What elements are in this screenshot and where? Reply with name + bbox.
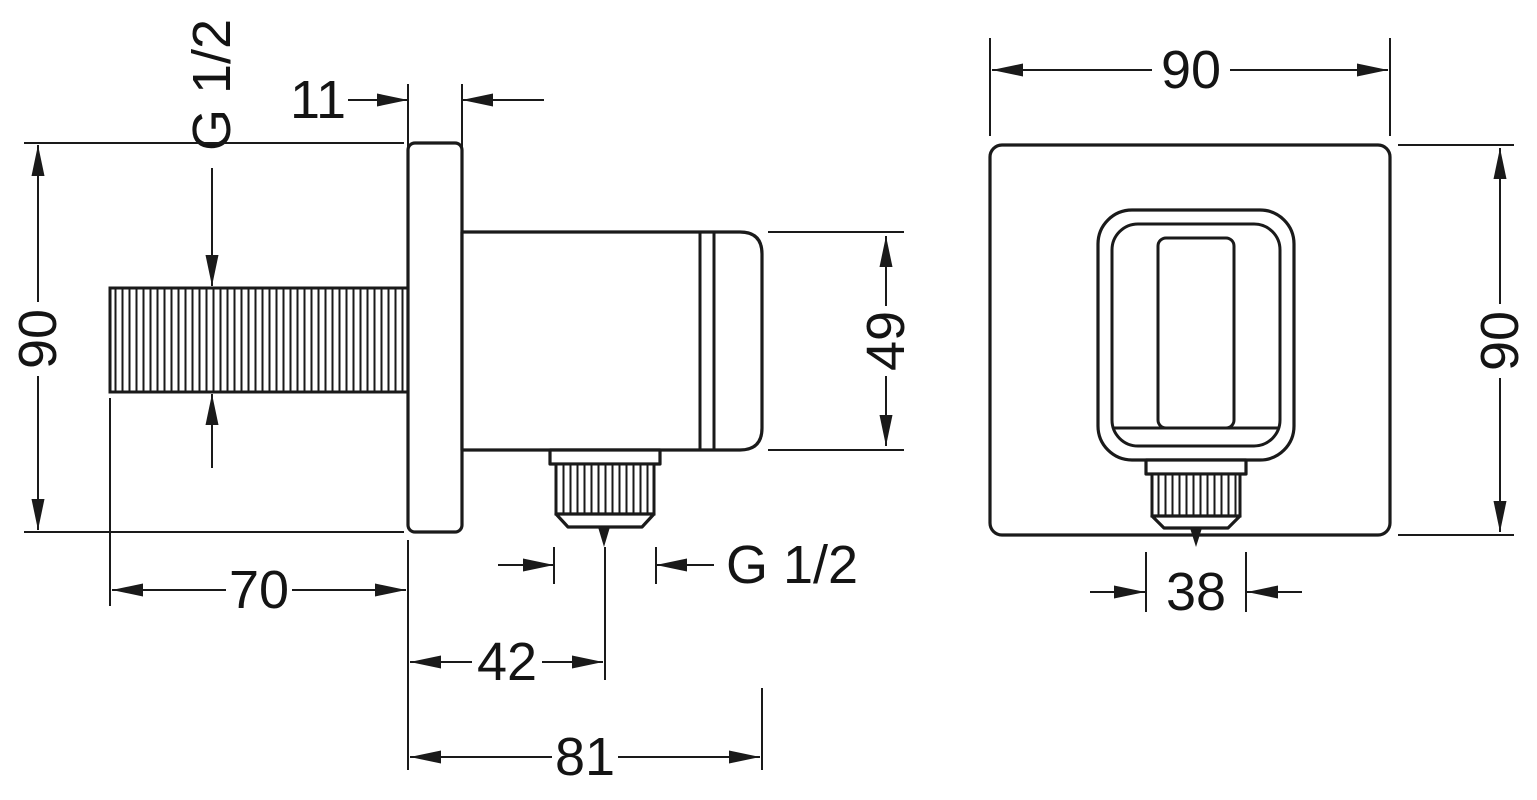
front-view: 90 90 38	[988, 38, 1530, 622]
outlet-collar	[548, 448, 662, 466]
dim-body-height: 49	[768, 231, 916, 451]
dim-inlet-length: 70	[109, 398, 409, 770]
dim-label-inlet-thread: G 1/2	[182, 19, 242, 151]
outlet-collar	[1144, 458, 1248, 476]
dim-total-depth: 81	[410, 688, 763, 787]
dim-flange-thickness: 11	[290, 70, 544, 150]
dim-label-front-height: 90	[1470, 311, 1530, 371]
dim-outlet-offset: 42	[410, 547, 606, 692]
holder-inner	[1110, 222, 1282, 448]
dim-label-inlet-length: 70	[229, 560, 289, 620]
dim-label-outlet-thread: G 1/2	[726, 535, 858, 595]
outlet-stub-side	[548, 448, 662, 547]
wall-plate	[406, 141, 464, 534]
outlet-chamfer	[1150, 514, 1242, 530]
outlet-stub-front	[1144, 458, 1248, 547]
outlet-chamfer	[554, 512, 656, 529]
outlet-tip	[1190, 528, 1202, 547]
valve-body	[460, 230, 764, 452]
dim-label-outlet-offset: 42	[477, 632, 537, 692]
side-view: 11 G 1/2 90 70	[8, 19, 916, 787]
dim-inlet-thread: G 1/2	[182, 19, 242, 468]
dim-label-total-depth: 81	[555, 727, 615, 787]
holder-ring	[1096, 208, 1296, 462]
dim-label-outlet-width: 38	[1166, 562, 1226, 622]
outlet-thread	[1150, 472, 1242, 518]
dim-label-body-height: 49	[856, 311, 916, 371]
outlet-thread	[554, 462, 656, 516]
holder-outer	[1096, 208, 1296, 462]
dim-height-left: 90	[8, 142, 404, 533]
dim-outlet-width: 38	[1090, 552, 1302, 622]
dim-label-flange-thickness: 11	[290, 70, 346, 130]
dim-outlet-thread: G 1/2	[498, 535, 858, 595]
outlet-tip	[598, 527, 610, 547]
dim-label-height-left: 90	[8, 309, 68, 369]
inlet-pipe	[108, 286, 410, 394]
dim-front-height: 90	[1398, 144, 1530, 536]
dim-front-width: 90	[989, 38, 1391, 136]
dim-label-front-width: 90	[1161, 40, 1221, 100]
